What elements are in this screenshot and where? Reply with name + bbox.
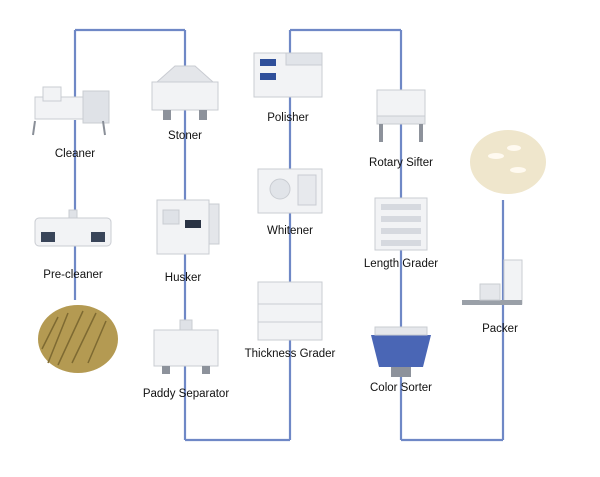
label-length-grader: Length Grader <box>363 258 439 270</box>
label-husker: Husker <box>164 272 202 284</box>
paddy-separator-machine-icon <box>153 319 219 374</box>
label-polisher: Polisher <box>267 112 309 124</box>
length-grader-machine-icon <box>374 197 428 251</box>
paddy-grain-photo <box>38 305 118 373</box>
packer-machine-icon <box>462 259 523 305</box>
label-paddy-separator: Paddy Separator <box>142 388 230 400</box>
white-rice-photo <box>470 130 546 194</box>
polisher-machine-icon <box>253 52 323 98</box>
thickness-grader-machine-icon <box>257 281 323 341</box>
label-packer: Packer <box>482 323 518 335</box>
cleaner-machine-icon <box>32 86 110 136</box>
label-pre-cleaner: Pre-cleaner <box>43 269 103 281</box>
husker-machine-icon <box>156 199 220 255</box>
label-whitener: Whitener <box>266 225 314 237</box>
label-cleaner: Cleaner <box>54 148 96 160</box>
label-color-sorter: Color Sorter <box>370 382 432 394</box>
label-thickness-grader: Thickness Grader <box>244 348 336 360</box>
rotary-sifter-machine-icon <box>376 89 426 142</box>
pre-cleaner-machine-icon <box>34 209 112 247</box>
label-stoner: Stoner <box>168 130 202 142</box>
whitener-machine-icon <box>257 168 323 214</box>
color-sorter-machine-icon <box>371 326 431 377</box>
label-rotary-sifter: Rotary Sifter <box>369 157 433 169</box>
stoner-machine-icon <box>151 65 219 120</box>
